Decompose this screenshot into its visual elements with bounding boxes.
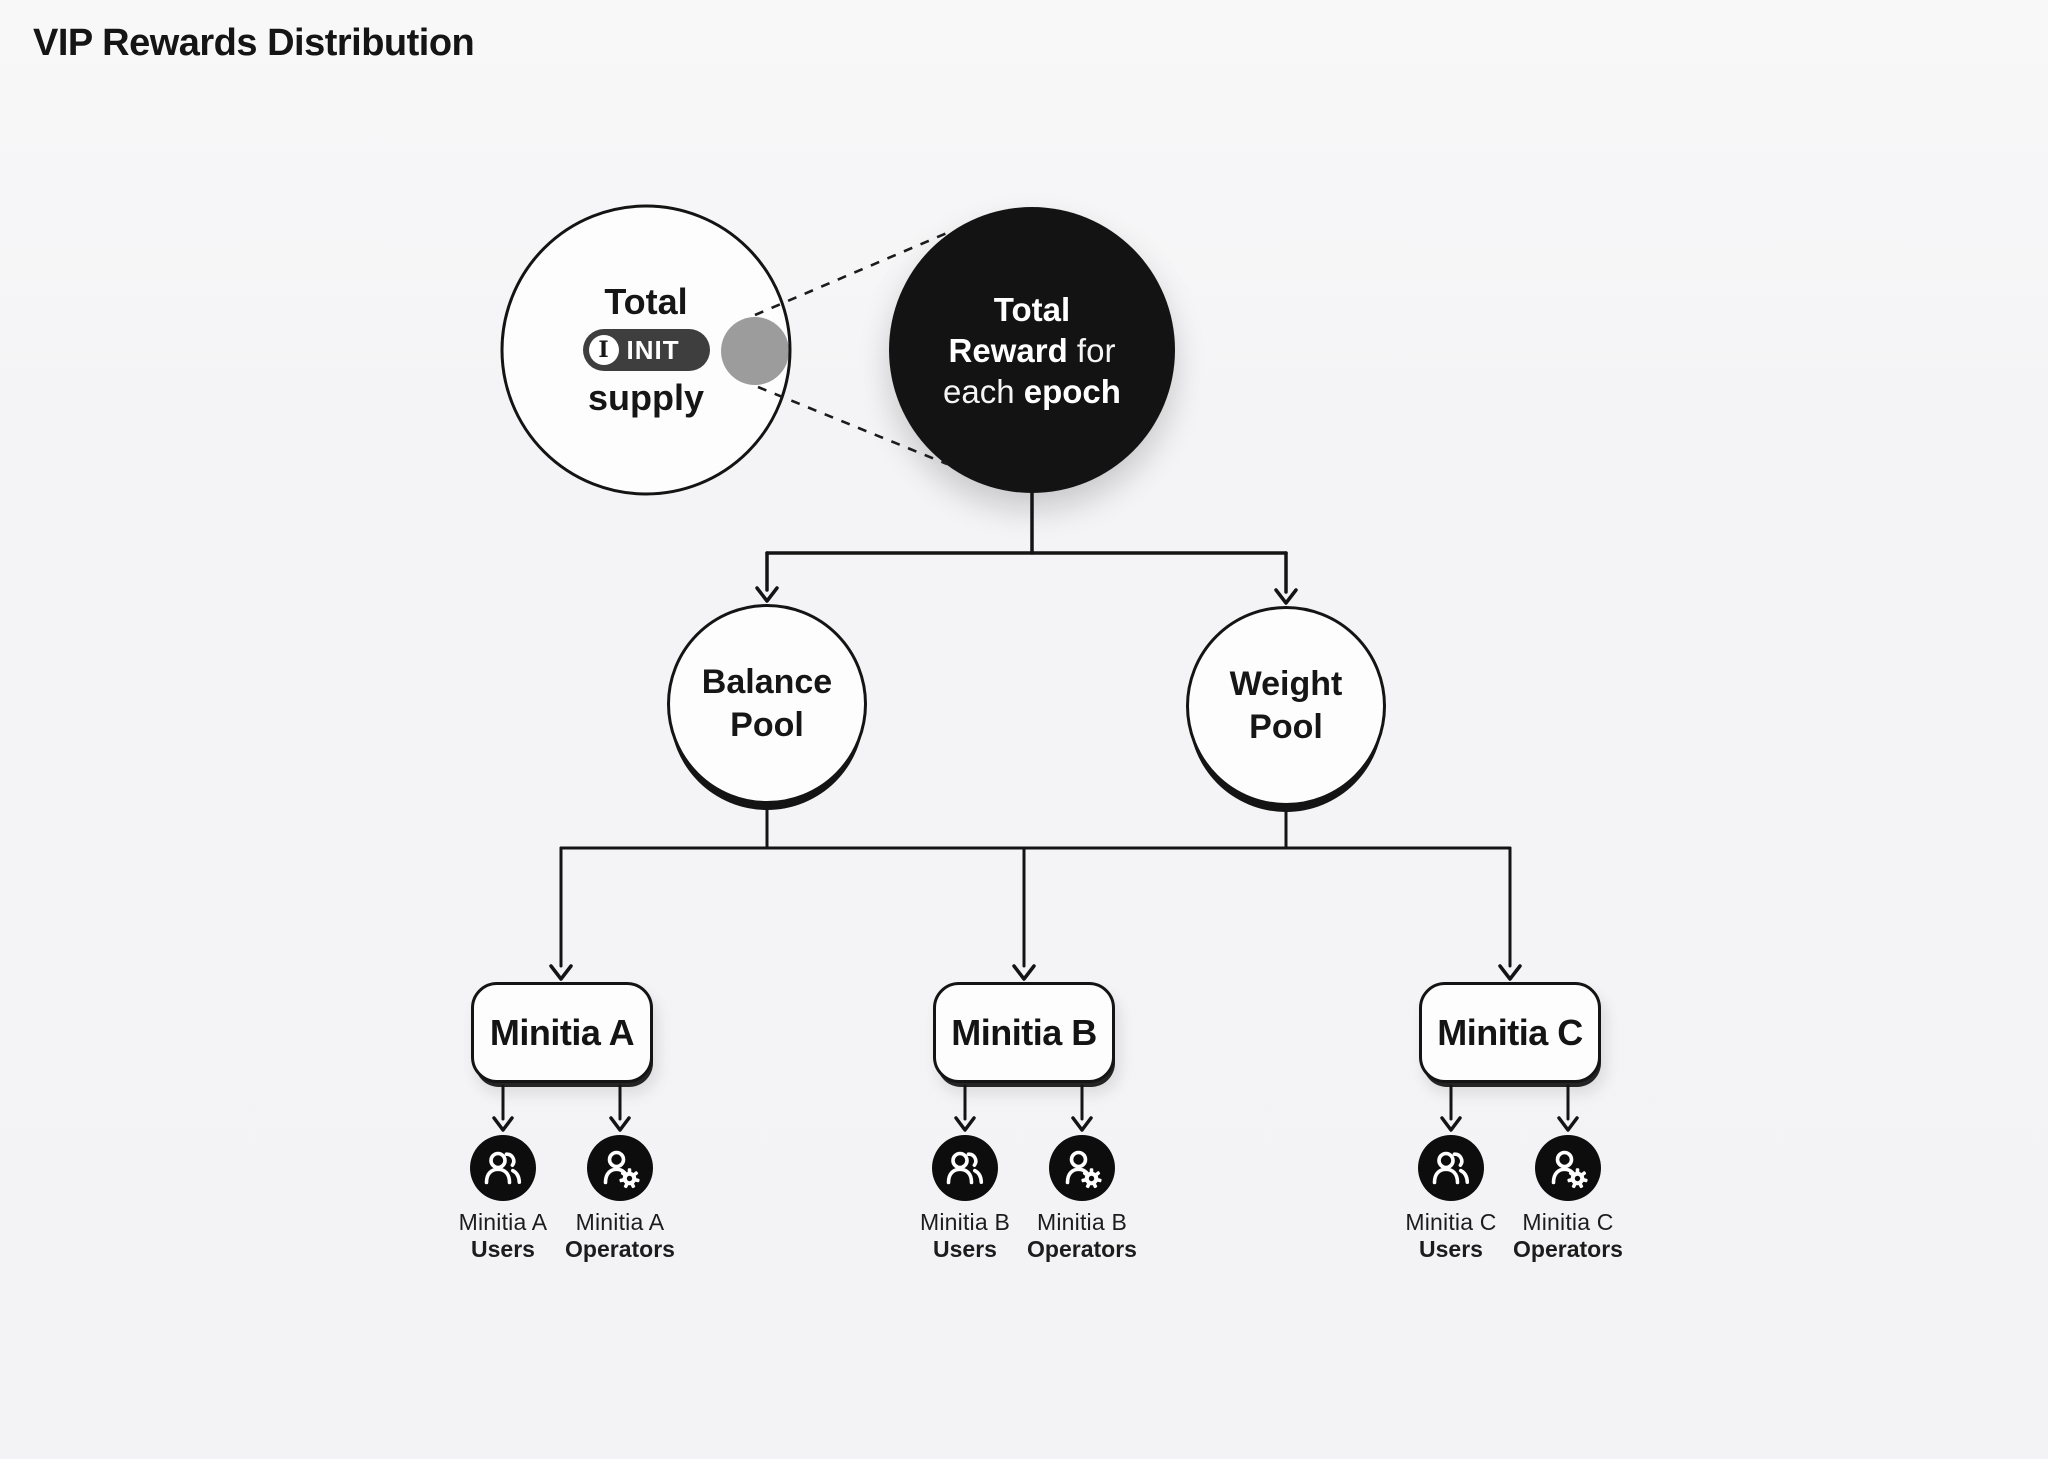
weight-pool-line2: Pool	[1249, 708, 1323, 746]
minitia-b-operators-label: Minitia B Operators	[1027, 1209, 1137, 1262]
init-coin-icon: I	[588, 335, 619, 365]
minitia-a-node: Minitia A	[471, 982, 653, 1083]
users-icon	[946, 1151, 984, 1185]
minitia-c-users-label: Minitia C Users	[1405, 1209, 1497, 1262]
magnified-region-dot	[721, 317, 789, 385]
gear-icon	[1567, 1168, 1588, 1189]
operator-icon	[1065, 1150, 1102, 1189]
arrowhead	[1440, 1116, 1462, 1132]
minitia-c-users-icon-circle	[1418, 1135, 1484, 1201]
arrowhead	[1274, 588, 1298, 605]
total-reward-node: Total Reward for each epoch	[889, 207, 1175, 493]
weight-pool-node: Weight Pool	[1186, 606, 1386, 806]
arrowhead	[1071, 1116, 1093, 1132]
minitia-a-users-icon-circle	[470, 1135, 536, 1201]
gear-icon	[619, 1168, 640, 1189]
reward-line3: each epoch	[943, 372, 1121, 410]
init-token-badge: I INIT	[582, 329, 710, 371]
users-icon	[484, 1151, 522, 1185]
reward-line2: Reward for	[948, 331, 1116, 369]
minitia-b-users-icon-circle	[932, 1135, 998, 1201]
minitia-c-node: Minitia C	[1419, 982, 1601, 1083]
balance-pool-line2: Pool	[730, 706, 804, 744]
supply-line2: supply	[587, 377, 704, 418]
minitia-b-operators-icon-circle	[1049, 1135, 1115, 1201]
init-ticker-label: INIT	[626, 334, 680, 365]
minitia-c-operators-label: Minitia C Operators	[1513, 1209, 1623, 1262]
gear-icon	[1081, 1168, 1102, 1189]
minitia-a-operators-label: Minitia A Operators	[565, 1209, 675, 1262]
reward-line1: Total	[993, 290, 1071, 328]
arrowhead	[1498, 964, 1522, 981]
operator-icon	[1551, 1150, 1588, 1189]
arrowhead	[492, 1116, 514, 1132]
arrowhead	[755, 586, 779, 603]
minitia-c-operators-icon-circle	[1535, 1135, 1601, 1201]
arrowhead	[549, 964, 573, 981]
users-icon	[1432, 1151, 1470, 1185]
supply-line1: Total	[604, 281, 688, 322]
minitia-b-users-label: Minitia B Users	[920, 1209, 1010, 1262]
balance-pool-node: Balance Pool	[667, 604, 867, 804]
arrowhead	[609, 1116, 631, 1132]
arrowhead	[1557, 1116, 1579, 1132]
arrowhead	[954, 1116, 976, 1132]
init-glyph: I	[598, 337, 609, 363]
balance-pool-line1: Balance	[701, 663, 833, 701]
operator-icon	[603, 1150, 640, 1189]
weight-pool-line1: Weight	[1229, 665, 1343, 703]
minitia-a-operators-icon-circle	[587, 1135, 653, 1201]
minitia-a-users-label: Minitia A Users	[458, 1209, 548, 1262]
page-title: VIP Rewards Distribution	[33, 22, 475, 64]
minitia-b-node: Minitia B	[933, 982, 1115, 1083]
arrowhead	[1012, 964, 1036, 981]
